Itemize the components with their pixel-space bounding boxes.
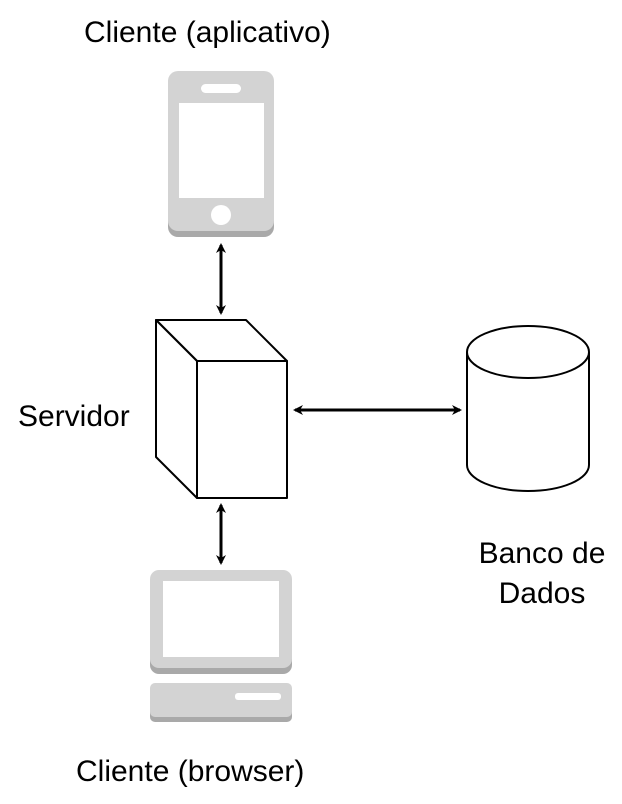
database-label-line2: Dados [498, 577, 586, 610]
database-label: Banco de Dados [462, 534, 622, 614]
client-app-label: Cliente (aplicativo) [84, 16, 331, 49]
server-label: Servidor [18, 400, 130, 433]
database-label-line1: Banco de [478, 537, 606, 570]
server-icon [155, 319, 288, 499]
database-icon [466, 325, 590, 492]
desktop-computer-icon [150, 570, 292, 722]
client-browser-label: Cliente (browser) [76, 755, 305, 788]
smartphone-icon [168, 71, 274, 237]
